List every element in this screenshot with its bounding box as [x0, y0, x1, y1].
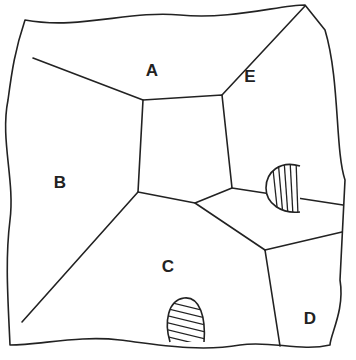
grain-boundary: [265, 250, 280, 346]
region-label: B: [54, 174, 66, 191]
hatched-pit: [160, 298, 210, 347]
region-label: E: [244, 68, 255, 85]
region-label: C: [162, 258, 174, 275]
grain-outline: [6, 5, 345, 348]
region-label: A: [146, 62, 158, 79]
grain-boundary: [195, 203, 265, 250]
grain-boundary: [33, 58, 143, 100]
grain-boundary: [138, 95, 232, 203]
grain-boundary: [222, 6, 305, 95]
grain-boundary: [265, 232, 342, 250]
region-label: D: [304, 310, 316, 327]
grain-boundary: [22, 192, 138, 322]
hatched-pit: [266, 160, 300, 216]
